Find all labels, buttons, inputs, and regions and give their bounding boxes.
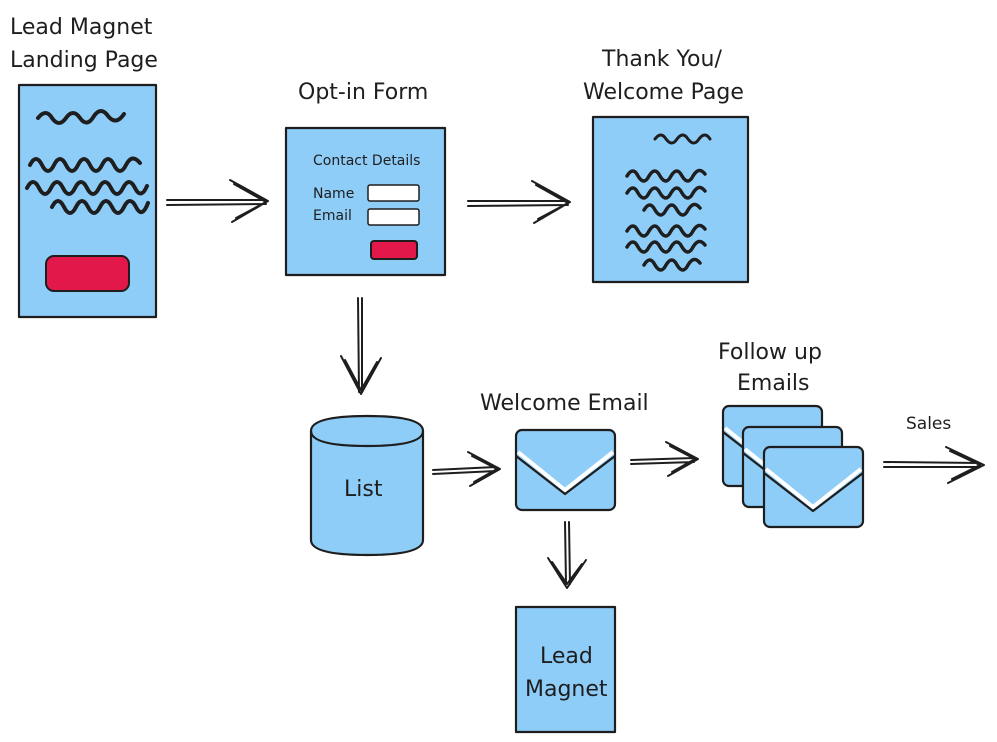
landing-page-heading-scribble [36, 109, 126, 125]
lead-magnet-label-line1: Lead [540, 644, 593, 669]
list-cylinder-top-edge [309, 430, 425, 448]
thank-you-title-line2: Welcome Page [583, 80, 744, 105]
followup-envelope-3-flap-highlight [764, 467, 863, 509]
welcome-email-envelope [514, 428, 617, 512]
landing-page-text-scribble-3 [50, 199, 150, 215]
sales-label: Sales [906, 414, 951, 434]
optin-form-heading: Contact Details [313, 153, 420, 169]
email-field [367, 208, 420, 226]
welcome-email-title: Welcome Email [480, 391, 649, 416]
followup-envelope-3-flap [763, 472, 864, 513]
thank-you-heading-scribble [653, 133, 712, 145]
arrow-followup-to-sales [883, 446, 985, 484]
lead-magnet-node: Lead Magnet [514, 605, 617, 734]
arrow-optin-to-thankyou [467, 180, 571, 224]
arrow-landing-to-optin [166, 179, 269, 223]
list-label: List [344, 477, 383, 502]
thank-you-text-scribble-5 [625, 239, 707, 254]
optin-form-node: Opt-in Form Contact Details Name Email [284, 80, 447, 277]
welcome-email-flap-highlight [516, 450, 615, 492]
arrow-welcome-to-lead-magnet [547, 521, 587, 589]
arrow-optin-to-list [340, 297, 382, 395]
thank-you-text-scribble-2 [625, 185, 707, 200]
followup-title-line2: Emails [737, 371, 810, 396]
welcome-email-node: Welcome Email [480, 391, 649, 512]
email-field-label: Email [313, 208, 352, 224]
optin-submit-button [370, 240, 418, 260]
landing-page-title-line1: Lead Magnet [10, 15, 153, 40]
thank-you-page-node: Thank You/ Welcome Page [583, 47, 750, 284]
followup-envelope-3 [762, 445, 865, 529]
list-cylinder [309, 414, 425, 557]
landing-page-text-scribble-1 [28, 156, 142, 173]
thank-you-title-line1: Thank You/ [601, 47, 722, 72]
name-field [367, 184, 420, 202]
thank-you-text-scribble-6 [642, 257, 702, 272]
thank-you-text-scribble-3 [642, 202, 702, 217]
thank-you-text-scribble-1 [625, 168, 707, 183]
lead-magnet-box [514, 605, 617, 734]
followup-emails-node: Follow up Emails [718, 340, 865, 529]
landing-page-title-line2: Landing Page [10, 48, 158, 73]
name-field-label: Name [313, 186, 354, 202]
arrow-list-to-welcome-email [432, 451, 501, 487]
landing-page-cta-button [45, 255, 130, 292]
welcome-email-flap [515, 455, 616, 496]
landing-page-text-scribble-2 [25, 180, 149, 196]
arrow-welcome-to-followup [630, 441, 699, 477]
thank-you-text-scribble-4 [625, 223, 707, 238]
thank-you-page-box [591, 115, 750, 284]
optin-form-box [284, 126, 447, 277]
list-node: List [309, 414, 425, 557]
lead-magnet-label-line2: Magnet [525, 677, 608, 702]
followup-title-line1: Follow up [718, 340, 822, 365]
landing-page-node: Lead Magnet Landing Page [10, 15, 158, 319]
optin-form-title: Opt-in Form [298, 80, 428, 105]
